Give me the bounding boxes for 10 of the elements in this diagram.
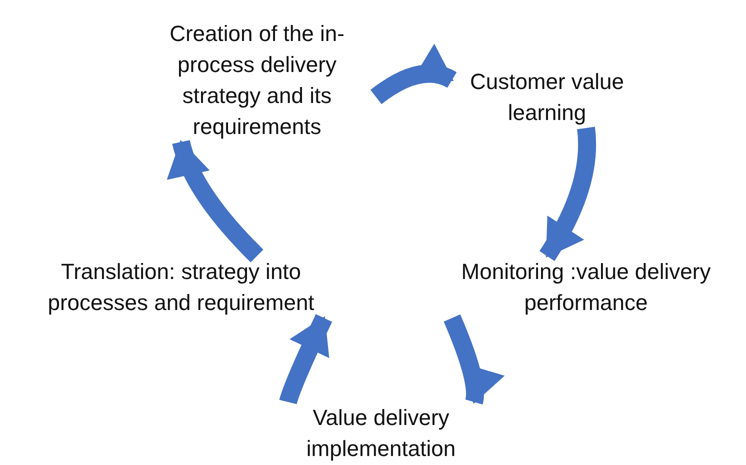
step-label: Translation: strategy into processes and requirement [38, 256, 324, 318]
step-label: Customer value learning [452, 66, 642, 128]
step-label: Monitoring :value delivery performance [452, 256, 720, 318]
step-label: Creation of the in-process delivery strategy and its requirements [138, 18, 376, 142]
curved-arrow [168, 140, 264, 262]
curved-arrow [539, 127, 596, 261]
curved-arrow [370, 44, 456, 104]
step-label: Value delivery implementation [288, 402, 474, 464]
curved-arrow [444, 314, 502, 404]
curved-arrow [279, 314, 332, 404]
